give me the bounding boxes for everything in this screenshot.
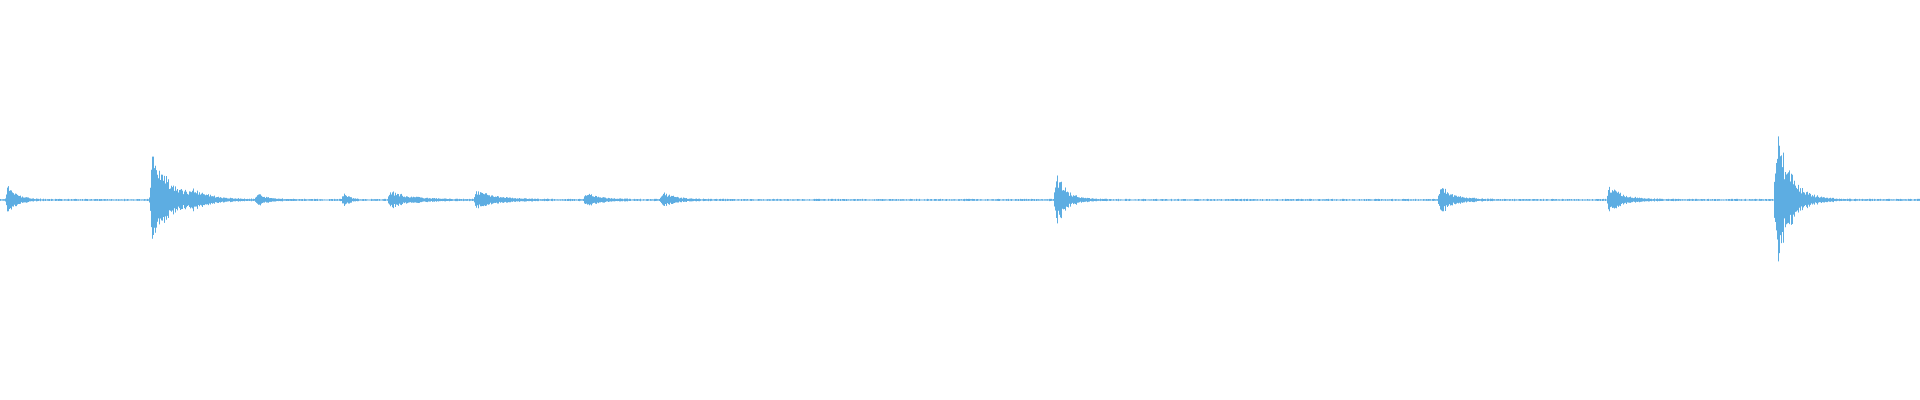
waveform-envelope [0,136,1920,262]
